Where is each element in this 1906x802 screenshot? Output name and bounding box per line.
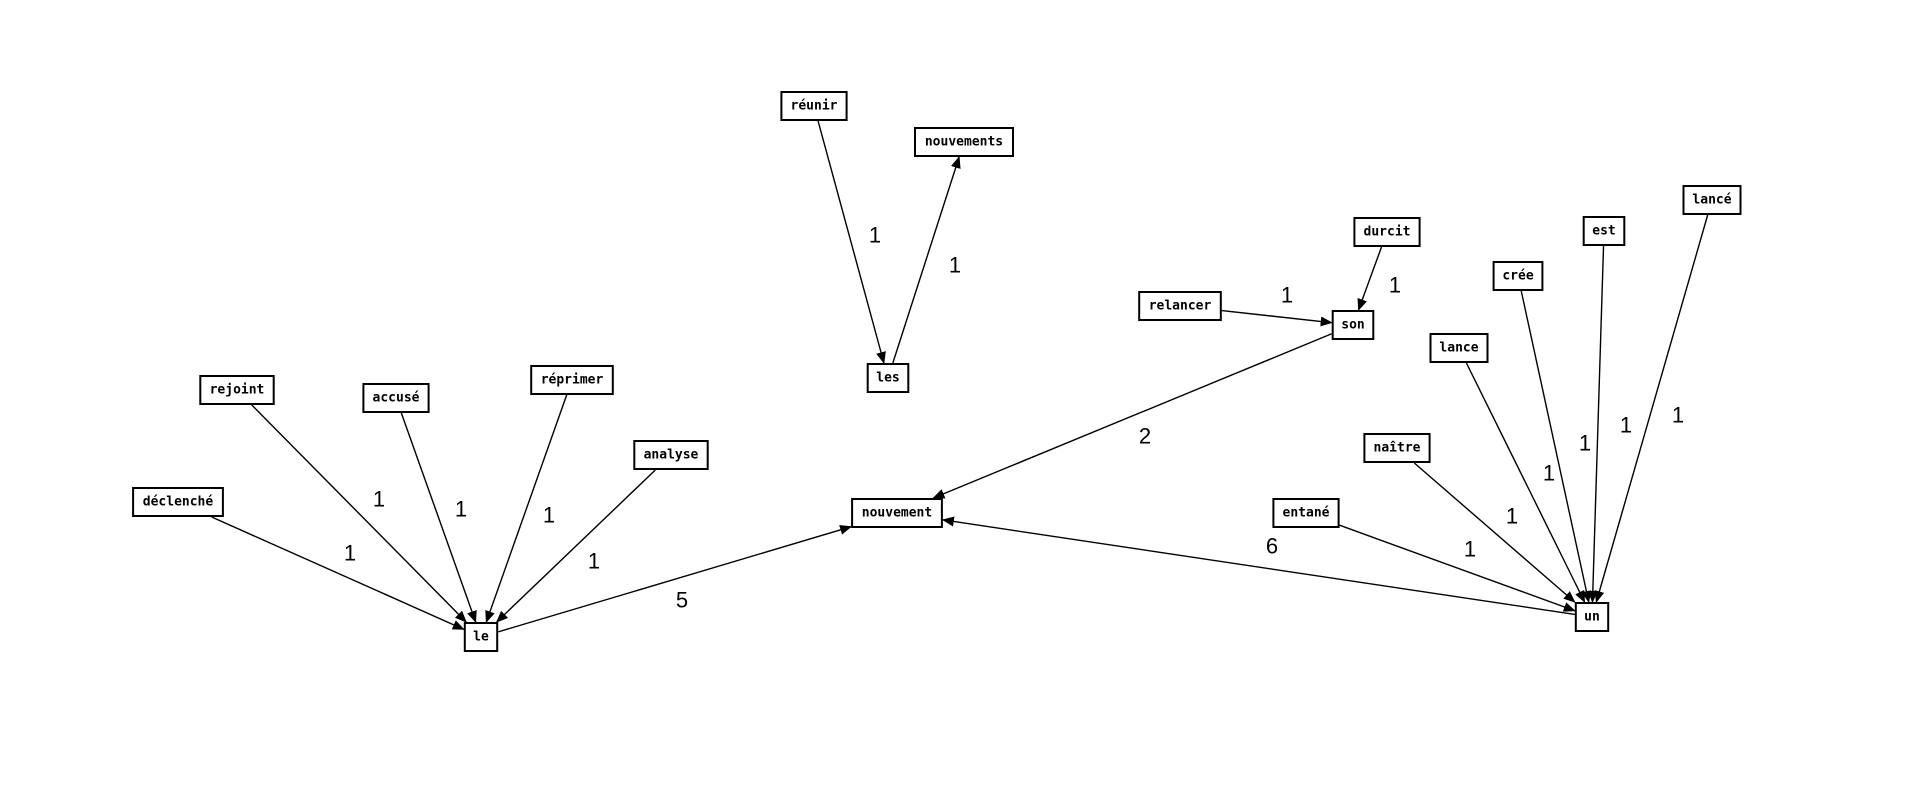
node-label: réprimer (541, 373, 604, 388)
node-box (1272, 498, 1340, 528)
node-label: les (876, 371, 899, 386)
edge-weight-label: 5 (676, 588, 688, 613)
node-label: entané (1283, 506, 1330, 521)
edge-accuse-to-le (400, 412, 477, 623)
edge-weight-label: 1 (1389, 273, 1401, 298)
node-box (780, 91, 848, 121)
edge-weight-label: 1 (1543, 461, 1555, 486)
edge-relancer-to-son (1221, 309, 1333, 327)
node-box (1138, 291, 1222, 321)
node-label: analyse (644, 448, 699, 463)
node-box (463, 622, 499, 652)
node-reunir: réunir (780, 91, 848, 121)
edge-weight-label: 1 (543, 503, 555, 528)
node-lance: lance (1429, 333, 1489, 363)
node-label: nouvement (862, 506, 932, 521)
edge-declenche-to-le (211, 516, 465, 630)
node-label: réunir (791, 99, 838, 114)
node-declenche: déclenché (132, 487, 224, 517)
edge-est-to-un (1587, 245, 1605, 603)
edge-weight-label: 1 (1464, 537, 1476, 562)
node-le: le (463, 622, 499, 652)
node-box (1574, 602, 1610, 632)
node-label: durcit (1364, 225, 1411, 240)
node-label: lancé (1692, 193, 1731, 208)
node-reprimer: réprimer (530, 365, 614, 395)
node-box (1582, 216, 1626, 246)
node-label: est (1592, 224, 1615, 239)
node-label: déclenché (143, 495, 214, 510)
node-naitre: naître (1363, 433, 1431, 463)
edge-weight-label: 1 (1506, 504, 1518, 529)
node-box (1331, 310, 1375, 340)
edge-rejoint-to-le (251, 404, 467, 623)
node-accuse: accusé (362, 383, 430, 413)
edge-reunir-to-les (817, 120, 886, 364)
node-box (1353, 217, 1421, 247)
node-rejoint: rejoint (199, 375, 275, 405)
node-label: lance (1439, 341, 1478, 356)
node-durcit: durcit (1353, 217, 1421, 247)
edge-weight-label: 1 (949, 253, 961, 278)
node-nouvements: nouvements (914, 127, 1014, 157)
node-label: accusé (373, 391, 420, 406)
node-box (530, 365, 614, 395)
edge-le-to-nouvement (498, 525, 853, 633)
edge-weight-label: 1 (1620, 413, 1632, 438)
edge-weight-label: 2 (1139, 424, 1151, 449)
node-cree: crée (1492, 261, 1544, 291)
edge-naitre-to-un (1413, 462, 1576, 603)
node-analyse: analyse (633, 440, 709, 470)
node-box (866, 363, 910, 393)
edge-weight-label: 1 (588, 549, 600, 574)
node-box (362, 383, 430, 413)
node-relancer: relancer (1138, 291, 1222, 321)
node-un: un (1574, 602, 1610, 632)
edge-lance-to-un (1465, 362, 1586, 603)
nodes-layer: réunir nouvements les durcit relancer son lanc… (132, 91, 1742, 652)
node-label: crée (1502, 269, 1533, 284)
node-label: relancer (1149, 299, 1212, 314)
node-est: est (1582, 216, 1626, 246)
edge-les-to-nouvements (892, 156, 961, 364)
node-label: naître (1374, 441, 1421, 456)
node-box (199, 375, 275, 405)
edge-entame-to-un (1339, 524, 1576, 612)
node-box (1492, 261, 1544, 291)
node-label: son (1341, 318, 1364, 333)
node-nouvement: nouvement (851, 498, 943, 528)
node-box (132, 487, 224, 517)
node-box (633, 440, 709, 470)
edge-weight-label: 1 (1579, 431, 1591, 456)
node-box (1682, 185, 1742, 215)
edge-analyse-to-le (495, 469, 656, 623)
node-label: un (1584, 610, 1600, 625)
node-box (851, 498, 943, 528)
edge-cree-to-un (1520, 290, 1592, 603)
node-les: les (866, 363, 910, 393)
edge-reprimer-to-le (485, 394, 568, 623)
edge-durcit-to-son (1357, 246, 1383, 311)
edge-un-to-nouvement (941, 516, 1575, 616)
node-label: rejoint (210, 383, 265, 398)
node-son: son (1331, 310, 1375, 340)
edge-weight-label: 1 (455, 497, 467, 522)
edge-weight-label: 1 (869, 223, 881, 248)
edge-son-to-nouvement (932, 333, 1332, 499)
node-box (914, 127, 1014, 157)
node-label: nouvements (925, 135, 1003, 150)
edge-weight-label: 1 (373, 487, 385, 512)
edge-weight-label: 1 (1281, 283, 1293, 308)
edge-weight-label: 1 (344, 541, 356, 566)
edge-weight-label: 1 (1672, 403, 1684, 428)
node-lance_acc: lancé (1682, 185, 1742, 215)
node-entame: entané (1272, 498, 1340, 528)
node-label: le (473, 630, 489, 645)
edge-weight-label: 6 (1266, 534, 1278, 559)
node-box (1429, 333, 1489, 363)
node-box (1363, 433, 1431, 463)
edge-lance_acc-to-un (1594, 214, 1709, 603)
